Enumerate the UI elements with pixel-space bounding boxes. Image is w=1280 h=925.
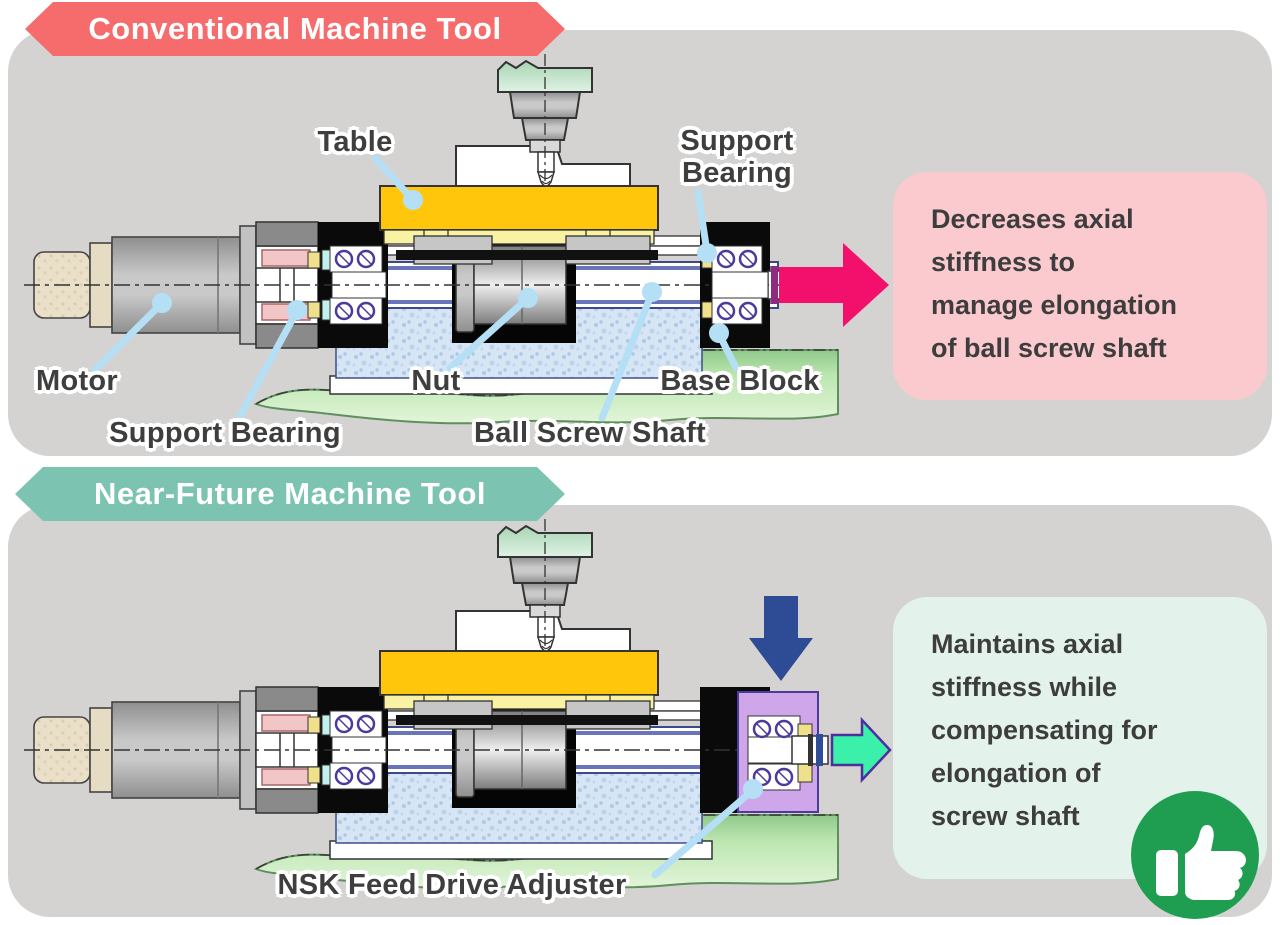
preload-down-arrow [749, 596, 813, 681]
label-support-bearing-top: Support Bearing [680, 125, 794, 189]
label-base-block: Base Block [660, 365, 820, 397]
label-support-bearing-bottom: Support Bearing [109, 417, 341, 449]
axial-load-arrow [771, 243, 889, 327]
callout-conventional: Decreases axial stiffness to manage elon… [893, 172, 1267, 400]
section-banner-near-future: Near-Future Machine Tool [15, 467, 565, 521]
label-nut: Nut [411, 365, 461, 397]
label-nsk-feed-drive-adjuster: NSK Feed Drive Adjuster [277, 869, 627, 901]
thumbs-up-icon [1131, 791, 1259, 919]
leader-line-nsk [651, 779, 763, 879]
label-ball-screw-shaft: Ball Screw Shaft [473, 417, 707, 449]
section-banner-conventional: Conventional Machine Tool [25, 2, 565, 56]
label-motor: Motor [35, 365, 119, 397]
callout-near-future: Maintains axial stiffness while compensa… [893, 597, 1267, 879]
support-bearing-right-internals [701, 245, 769, 325]
compensation-arrow [830, 716, 892, 784]
leader-lines-top [91, 154, 740, 422]
label-table: Table [317, 126, 393, 158]
